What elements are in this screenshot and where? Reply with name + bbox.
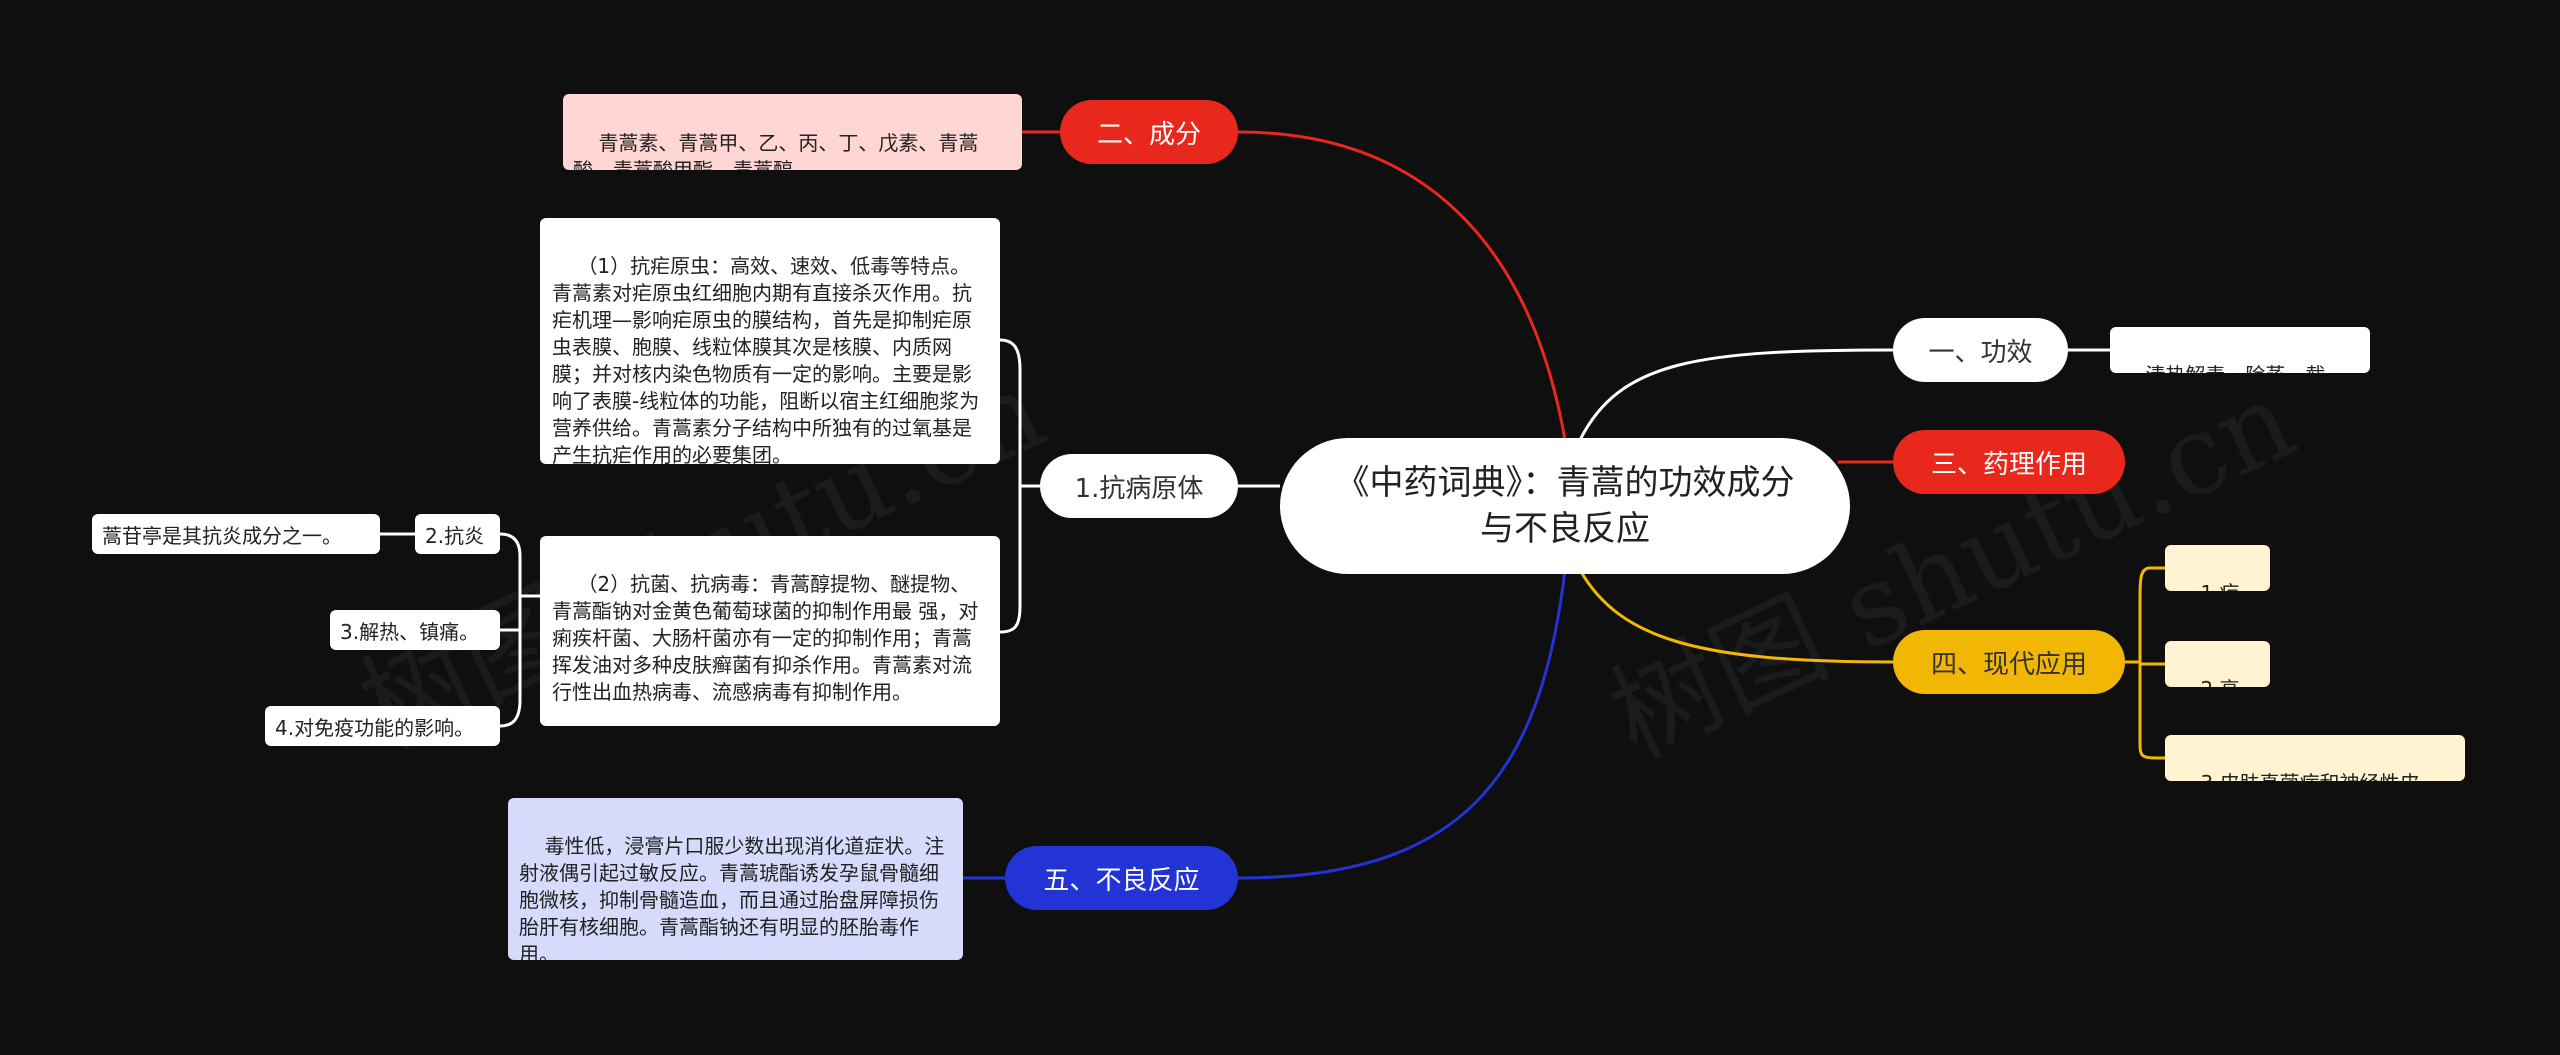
central-topic-title: 《中药词典》：青蒿的功效成分与不良反应 [1335,463,1795,549]
application-item[interactable]: 2.高热。 [2165,641,2270,687]
branch-ingredients-label: 二、成分 [1096,119,1201,150]
link-adverse [1237,569,1567,880]
application-item[interactable]: 3.皮肤真菌病和神经性皮炎。 [2165,735,2465,781]
link-antipathogen-bracket [999,338,1040,634]
application-item-text: 3.皮肤真菌病和神经性皮炎。 [2175,771,2419,781]
branch-antipathogen[interactable]: 1.抗病原体 [1040,454,1238,518]
antibacterial-detail[interactable]: （2）抗菌、抗病毒：青蒿醇提物、醚提物、青蒿酯钠对金黄色葡萄球菌的抑制作用最 强… [540,536,1000,726]
antiinflam-detail[interactable]: 蒿苷亭是其抗炎成分之一。 [92,514,380,554]
node-antiinflam[interactable]: 2.抗炎 [415,514,500,554]
ingredients-detail[interactable]: 青蒿素、青蒿甲、乙、丙、丁、戊素、青蒿酸、青蒿酸甲酯、青蒿醇。 [563,94,1022,170]
antimalarial-detail-text: （1）抗疟原虫：高效、速效、低毒等特点。青蒿素对疟原虫红细胞内期有直接杀灭作用。… [552,254,980,464]
efficacy-detail[interactable]: 清热解毒，除蒸，截疟。 [2110,327,2370,373]
branch-pharmacology-label: 三、药理作用 [1930,449,2087,480]
link-applications [1578,569,1894,664]
adverse-detail[interactable]: 毒性低，浸膏片口服少数出现消化道症状。注射液偶引起过敏反应。青蒿琥酯诱发孕鼠骨髓… [508,798,963,960]
antimalarial-detail[interactable]: （1）抗疟原虫：高效、速效、低毒等特点。青蒿素对疟原虫红细胞内期有直接杀灭作用。… [540,218,1000,464]
central-topic[interactable]: 《中药词典》：青蒿的功效成分与不良反应 [1280,438,1850,574]
branch-efficacy[interactable]: 一、功效 [1893,318,2068,382]
efficacy-detail-text: 清热解毒，除蒸，截疟。 [2120,363,2325,373]
application-item-text: 1.疟疾。 [2175,581,2239,591]
node-immune-label: 4.对免疫功能的影响。 [275,715,475,740]
branch-adverse-label: 五、不良反应 [1043,865,1200,896]
node-antiinflam-label: 2.抗炎 [425,523,485,548]
branch-antipathogen-label: 1.抗病原体 [1074,473,1204,504]
link-ingredients [1237,130,1567,441]
branch-efficacy-label: 一、功效 [1928,337,2033,368]
branch-pharmacology[interactable]: 三、药理作用 [1893,430,2125,494]
antibacterial-detail-text: （2）抗菌、抗病毒：青蒿醇提物、醚提物、青蒿酯钠对金黄色葡萄球菌的抑制作用最 强… [552,572,979,704]
link-efficacy [1578,348,1894,441]
link-app-bracket [2125,566,2166,760]
branch-adverse[interactable]: 五、不良反应 [1005,846,1238,910]
node-immune[interactable]: 4.对免疫功能的影响。 [265,706,500,746]
application-item[interactable]: 1.疟疾。 [2165,545,2270,591]
branch-ingredients[interactable]: 二、成分 [1060,100,1238,164]
link-small-bracket [499,532,540,728]
adverse-detail-text: 毒性低，浸膏片口服少数出现消化道症状。注射液偶引起过敏反应。青蒿琥酯诱发孕鼠骨髓… [519,834,945,960]
branch-applications-label: 四、现代应用 [1930,649,2087,680]
application-item-text: 2.高热。 [2175,677,2239,687]
branch-applications[interactable]: 四、现代应用 [1893,630,2125,694]
node-antipyretic[interactable]: 3.解热、镇痛。 [330,610,500,650]
node-antipyretic-label: 3.解热、镇痛。 [340,619,480,644]
ingredients-detail-text: 青蒿素、青蒿甲、乙、丙、丁、戊素、青蒿酸、青蒿酸甲酯、青蒿醇。 [573,131,979,170]
antiinflam-detail-text: 蒿苷亭是其抗炎成分之一。 [102,523,342,548]
